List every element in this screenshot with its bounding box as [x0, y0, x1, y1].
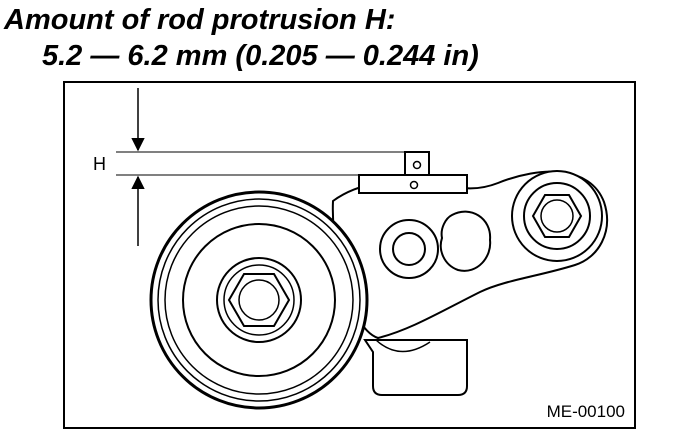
pulley-bolt-icon: [227, 273, 291, 327]
adjuster-cam: [439, 210, 492, 272]
spec-title: Amount of rod protrusion H:: [4, 4, 396, 36]
tensioner-rod: [358, 151, 468, 194]
figure-code: ME-00100: [547, 402, 625, 421]
dimension-h: [116, 88, 405, 246]
tensioner-housing: [363, 339, 468, 396]
spec-heading: Amount of rod protrusion H: 5.2 — 6.2 mm…: [4, 2, 479, 74]
spec-value: 5.2 — 6.2 mm (0.205 — 0.244 in): [42, 40, 479, 72]
figure-frame: [63, 81, 636, 429]
dimension-label: H: [93, 154, 106, 174]
mounting-bolt-icon: [511, 170, 603, 262]
pivot-boss: [379, 219, 439, 279]
